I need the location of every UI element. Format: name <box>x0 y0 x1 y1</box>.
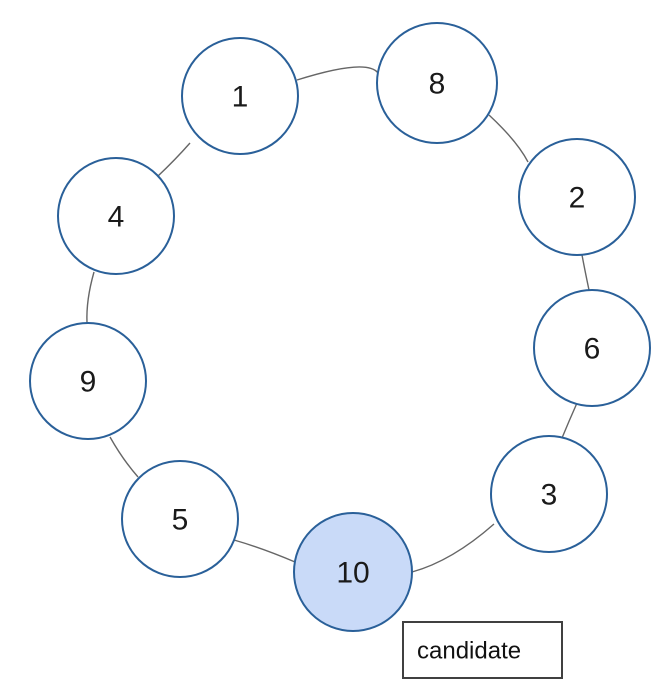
graph-node[interactable]: 10 <box>293 512 413 632</box>
node-circle[interactable] <box>533 289 651 407</box>
graph-node[interactable]: 2 <box>518 138 636 256</box>
graph-edge <box>561 402 578 439</box>
edges-layer <box>86 66 590 573</box>
node-label: 8 <box>429 68 446 101</box>
graph-edge <box>157 142 191 177</box>
graph-node[interactable]: 3 <box>490 435 608 553</box>
node-circle[interactable] <box>57 157 175 275</box>
graph-node[interactable]: 8 <box>376 22 498 144</box>
graph-node[interactable]: 4 <box>57 157 175 275</box>
node-label: 6 <box>584 333 601 366</box>
graph-edge <box>109 436 139 478</box>
node-label: 2 <box>569 182 586 215</box>
legend: candidate <box>402 621 563 679</box>
graph-edge <box>411 523 495 573</box>
node-label: 1 <box>232 81 249 114</box>
node-circle[interactable] <box>181 37 299 155</box>
node-label: 5 <box>172 504 189 537</box>
graph-edge <box>86 271 95 324</box>
node-circle[interactable] <box>376 22 498 144</box>
node-label: 4 <box>108 201 125 234</box>
node-circle[interactable] <box>490 435 608 553</box>
node-circle[interactable] <box>121 460 239 578</box>
node-circle-highlighted[interactable] <box>293 512 413 632</box>
nodes-layer: 1 8 2 6 3 10 5 9 4 <box>29 22 651 632</box>
node-circle[interactable] <box>518 138 636 256</box>
graph-node[interactable]: 1 <box>181 37 299 155</box>
legend-label: candidate <box>417 638 521 665</box>
legend-box <box>402 621 563 679</box>
graph-node[interactable]: 5 <box>121 460 239 578</box>
graph-node[interactable]: 9 <box>29 322 147 440</box>
node-label: 9 <box>80 366 97 399</box>
node-label: 10 <box>336 557 369 590</box>
node-label: 3 <box>541 479 558 512</box>
graph-edge <box>233 539 296 563</box>
graph-edge <box>488 114 529 163</box>
legend-layer: candidate <box>402 621 563 679</box>
graph-node[interactable]: 6 <box>533 289 651 407</box>
node-circle[interactable] <box>29 322 147 440</box>
graph-edge <box>296 66 379 81</box>
graph-edge <box>581 254 590 291</box>
